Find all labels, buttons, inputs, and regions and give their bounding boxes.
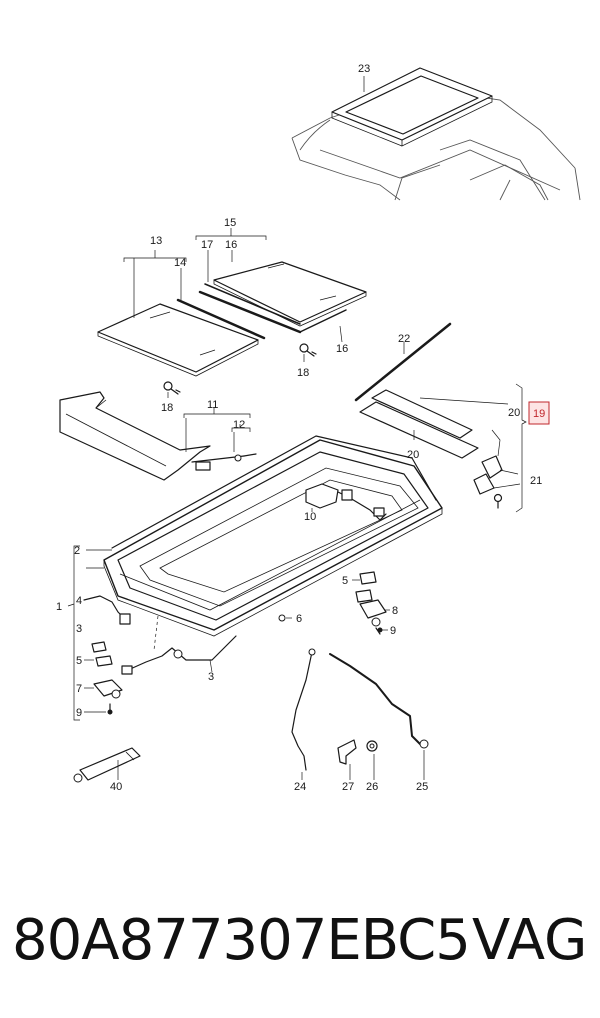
leader-15 <box>195 228 267 240</box>
callout-5a: 5 <box>76 655 82 667</box>
callout-18a: 18 <box>297 367 309 379</box>
motor-7 <box>84 679 123 699</box>
callout-3b: 3 <box>208 671 214 683</box>
motor-8 <box>359 599 390 627</box>
callout-4: 4 <box>76 595 82 607</box>
callout-27: 27 <box>342 781 354 793</box>
seal-strip-14 <box>176 298 266 340</box>
highlight-box-19 <box>528 401 550 425</box>
screw-18-lower <box>163 381 181 398</box>
callout-11: 11 <box>207 399 218 411</box>
callout-10: 10 <box>304 511 316 523</box>
callout-20b: 20 <box>407 449 419 461</box>
leader-11 <box>183 408 251 452</box>
group-bracket-1 <box>67 545 80 721</box>
callout-12: 12 <box>233 419 245 431</box>
callout-9b: 9 <box>390 625 396 637</box>
screw-6 <box>278 614 292 622</box>
seal-frame-2 <box>111 435 437 549</box>
brand-label: VAG <box>472 908 588 973</box>
callout-17: 17 <box>201 239 213 251</box>
guide-rail-12 <box>191 453 257 471</box>
bracket-leader-19-21 <box>515 383 527 513</box>
callout-18b: 18 <box>161 402 173 414</box>
callout-1: 1 <box>56 601 62 613</box>
drain-hose-24 <box>291 648 316 780</box>
callout-22: 22 <box>398 333 410 345</box>
wind-deflector-22 <box>354 322 452 402</box>
callout-24: 24 <box>294 781 306 793</box>
leader-12 <box>231 424 251 452</box>
callout-3a: 3 <box>76 623 82 635</box>
screw-18-upper <box>299 343 317 362</box>
callout-5b: 5 <box>342 575 348 587</box>
trim-strips-20 <box>359 389 509 459</box>
callout-19: 19 <box>533 408 545 420</box>
callout-14: 14 <box>174 257 186 269</box>
front-glass-panel-15 <box>198 261 367 334</box>
leader-13 <box>123 250 187 318</box>
callout-16b: 16 <box>336 343 348 355</box>
screw-9-left <box>84 703 113 715</box>
cable-4 <box>83 595 131 625</box>
wiring-harness <box>337 489 387 521</box>
callout-16a: 16 <box>225 239 237 251</box>
screw-9-right <box>375 627 388 635</box>
drain-hose-25 <box>329 653 429 780</box>
part-number: 80A877307EBC5 <box>12 908 471 973</box>
callout-8: 8 <box>392 605 398 617</box>
callout-labels: 23 13 14 15 17 16 16 18 18 22 20 19 20 2… <box>56 63 545 793</box>
callout-15: 15 <box>224 217 236 229</box>
callout-26: 26 <box>366 781 378 793</box>
bracket-part-21 <box>473 429 521 509</box>
callout-7: 7 <box>76 683 82 695</box>
callout-9a: 9 <box>76 707 82 719</box>
clip-26 <box>366 740 378 780</box>
sunroof-frame <box>103 439 443 637</box>
callout-23: 23 <box>358 63 370 75</box>
callout-21: 21 <box>530 475 542 487</box>
leader-16b <box>339 325 343 343</box>
rear-glass-panel-13 <box>97 303 259 377</box>
callout-13: 13 <box>150 235 162 247</box>
callout-6: 6 <box>296 613 302 625</box>
callout-25: 25 <box>416 781 428 793</box>
callout-2: 2 <box>74 545 80 557</box>
grease-tube-40 <box>73 747 141 783</box>
control-unit-10 <box>305 483 339 512</box>
sunroof-glass-23 <box>331 67 493 147</box>
clips-5-left <box>84 641 113 667</box>
clip-27 <box>337 739 357 780</box>
clips-5-right <box>352 571 377 603</box>
callout-40: 40 <box>110 781 122 793</box>
callout-20a: 20 <box>508 407 520 419</box>
side-trim-panel-11 <box>59 391 211 481</box>
drain-hose-3 <box>121 615 237 675</box>
